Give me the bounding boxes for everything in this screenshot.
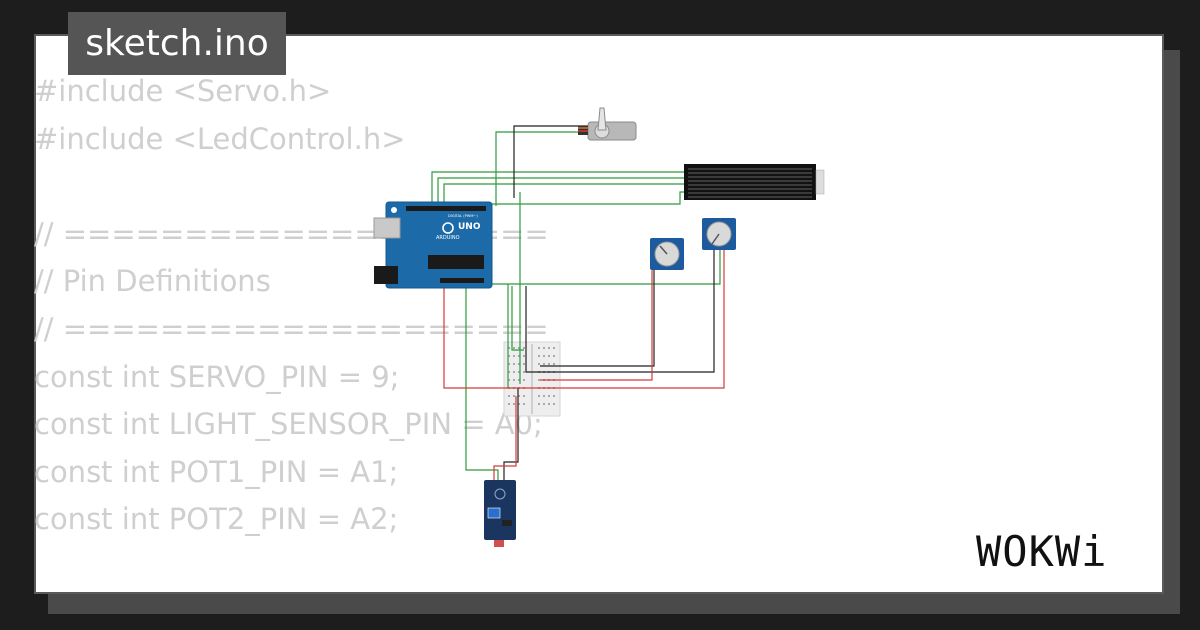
potentiometer-1[interactable] — [650, 238, 684, 270]
servo-horn — [597, 107, 607, 131]
code-preview: #include <Servo.h> #include <LedControl.h… — [34, 68, 549, 544]
wire-servo-signal — [495, 131, 588, 206]
potentiometer-2[interactable] — [702, 218, 736, 250]
code-line: #include <Servo.h> — [34, 74, 332, 108]
light-sensor-module[interactable] — [484, 480, 516, 547]
reset-button[interactable] — [391, 207, 397, 213]
file-tab[interactable]: sketch.ino — [68, 12, 286, 75]
wokwi-logo: WOKWi — [976, 527, 1107, 576]
arduino-label: ARDUINO — [436, 235, 460, 241]
led-matrix[interactable] — [684, 164, 825, 200]
wire-servo-gnd — [513, 125, 588, 198]
code-line: // ==================== — [34, 311, 549, 346]
wire-vcc-main — [443, 250, 725, 389]
wire-matrix-2 — [437, 177, 690, 206]
code-line: const int LIGHT_SENSOR_PIN = A0; — [34, 407, 543, 442]
wire-matrix-1 — [431, 171, 690, 206]
mcu-chip — [428, 255, 484, 269]
header-label: DIGITAL (PWM~) — [448, 214, 478, 218]
arduino-uno[interactable]: UNO ARDUINO DIGITAL (PWM~) — [373, 201, 493, 289]
wire-bb-green — [511, 286, 524, 351]
breadboard[interactable] — [503, 341, 561, 417]
code-line: #include <LedControl.h> — [34, 121, 406, 156]
photoresistor — [494, 540, 504, 547]
code-line: const int POT1_PIN = A1; — [34, 454, 399, 489]
servo-motor[interactable] — [578, 107, 637, 141]
digital-header — [406, 206, 486, 211]
wire-sensor-signal — [465, 284, 499, 480]
arduino-logo-icon — [442, 222, 454, 234]
usb-port — [373, 217, 401, 239]
wires — [431, 125, 725, 480]
code-line: const int POT2_PIN = A2; — [34, 502, 399, 537]
pot-knob-indicator — [659, 245, 668, 255]
wire-vcc-sensor — [493, 396, 517, 480]
code-line: // Pin Definitions — [34, 264, 271, 299]
wire-gnd-pot1 — [540, 270, 655, 367]
wire-vcc-pot1 — [540, 270, 653, 381]
wire-a-row — [458, 250, 721, 285]
code-line: const int SERVO_PIN = 9; — [34, 359, 400, 394]
pot-knob-indicator — [711, 233, 720, 245]
wire-gnd-main — [525, 250, 715, 373]
analog-header — [440, 278, 484, 283]
wire-matrix-3 — [443, 183, 690, 206]
svg-text:WOKWi: WOKWi — [976, 527, 1107, 576]
wire-gnd-sensor — [503, 388, 519, 480]
uno-label: UNO — [458, 222, 481, 232]
power-jack — [374, 266, 398, 284]
